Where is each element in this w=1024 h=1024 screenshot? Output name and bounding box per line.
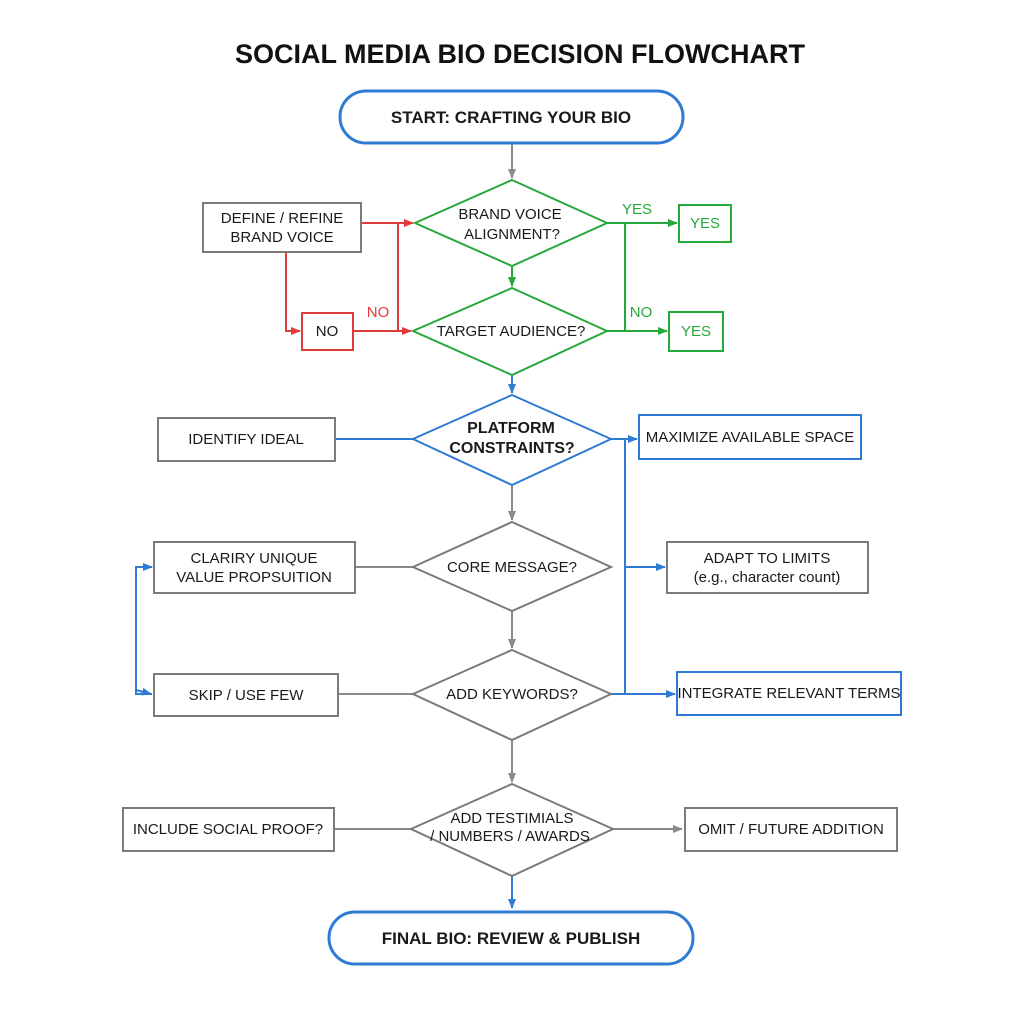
testimonials-line1: ADD TESTIMIALS	[450, 810, 573, 827]
maximize-box: MAXIMIZE AVAILABLE SPACE	[638, 414, 862, 460]
adapt-limits-box: ADAPT TO LIMITS (e.g., character count)	[666, 541, 869, 594]
maximize-label: MAXIMIZE AVAILABLE SPACE	[646, 429, 854, 446]
integrate-label: INTEGRATE RELEVANT TERMS	[677, 685, 900, 702]
testimonials-decision: ADD TESTIMIALS / NUMBERS / AWARDS	[408, 782, 616, 878]
edge-label-no-green: NO	[630, 304, 653, 321]
start-node-label: START: CRAFTING YOUR BIO	[391, 108, 631, 127]
yes-top-label: YES	[690, 215, 720, 232]
core-message-label: CORE MESSAGE?	[447, 559, 577, 576]
platform-line1: PLATFORM	[467, 420, 555, 437]
omit-label: OMIT / FUTURE ADDITION	[698, 821, 884, 838]
social-proof-box: INCLUDE SOCIAL PROOF?	[122, 807, 335, 852]
add-keywords-label: ADD KEYWORDS?	[446, 686, 578, 703]
testimonials-line2: / NUMBERS / AWARDS	[430, 828, 590, 845]
skip-label: SKIP / USE FEW	[189, 687, 305, 704]
identify-ideal-label: IDENTIFY IDEAL	[188, 431, 304, 448]
brand-voice-decision: BRAND VOICE ALIGNMENT?	[412, 178, 610, 268]
no-box: NO	[301, 312, 354, 351]
clarify-line2: VALUE PROPSUITION	[176, 569, 332, 586]
clarify-line1: CLARIRY UNIQUE	[191, 550, 318, 567]
edge-left-loop-up	[135, 563, 153, 695]
add-keywords-decision: ADD KEYWORDS?	[410, 648, 614, 742]
edge-left-loop-down	[135, 687, 152, 696]
define-refine-line2: BRAND VOICE	[230, 229, 333, 246]
brand-voice-line1: BRAND VOICE	[458, 206, 561, 223]
define-refine-line1: DEFINE / REFINE	[221, 210, 344, 227]
page-title: SOCIAL MEDIA BIO DECISION FLOWCHART	[235, 39, 806, 69]
edge-label-yes: YES	[622, 201, 652, 218]
target-audience-decision: TARGET AUDIENCE?	[410, 286, 610, 377]
final-node: FINAL BIO: REVIEW & PUBLISH	[327, 910, 695, 966]
yes-top-box: YES	[678, 204, 732, 243]
start-node: START: CRAFTING YOUR BIO	[338, 89, 685, 145]
clarify-uvp-box: CLARIRY UNIQUE VALUE PROPSUITION	[153, 541, 356, 594]
target-audience-label: TARGET AUDIENCE?	[437, 323, 586, 340]
integrate-box: INTEGRATE RELEVANT TERMS	[676, 671, 902, 716]
edge-define-to-no	[285, 253, 301, 335]
social-proof-label: INCLUDE SOCIAL PROOF?	[133, 821, 323, 838]
no-box-label: NO	[316, 323, 339, 340]
platform-constraints-decision: PLATFORM CONSTRAINTS?	[410, 393, 614, 487]
core-message-decision: CORE MESSAGE?	[410, 520, 614, 613]
omit-box: OMIT / FUTURE ADDITION	[684, 807, 898, 852]
identify-ideal-box: IDENTIFY IDEAL	[157, 417, 336, 462]
define-refine-box: DEFINE / REFINE BRAND VOICE	[202, 202, 362, 253]
skip-box: SKIP / USE FEW	[153, 673, 339, 717]
platform-line2: CONSTRAINTS?	[449, 440, 574, 457]
brand-voice-line2: ALIGNMENT?	[464, 226, 560, 243]
yes-mid-box: YES	[668, 311, 724, 352]
yes-mid-label: YES	[681, 323, 711, 340]
edge-label-no-red: NO	[367, 304, 390, 321]
final-node-label: FINAL BIO: REVIEW & PUBLISH	[382, 929, 640, 948]
adapt-line2: (e.g., character count)	[694, 569, 841, 586]
adapt-line1: ADAPT TO LIMITS	[704, 550, 831, 567]
